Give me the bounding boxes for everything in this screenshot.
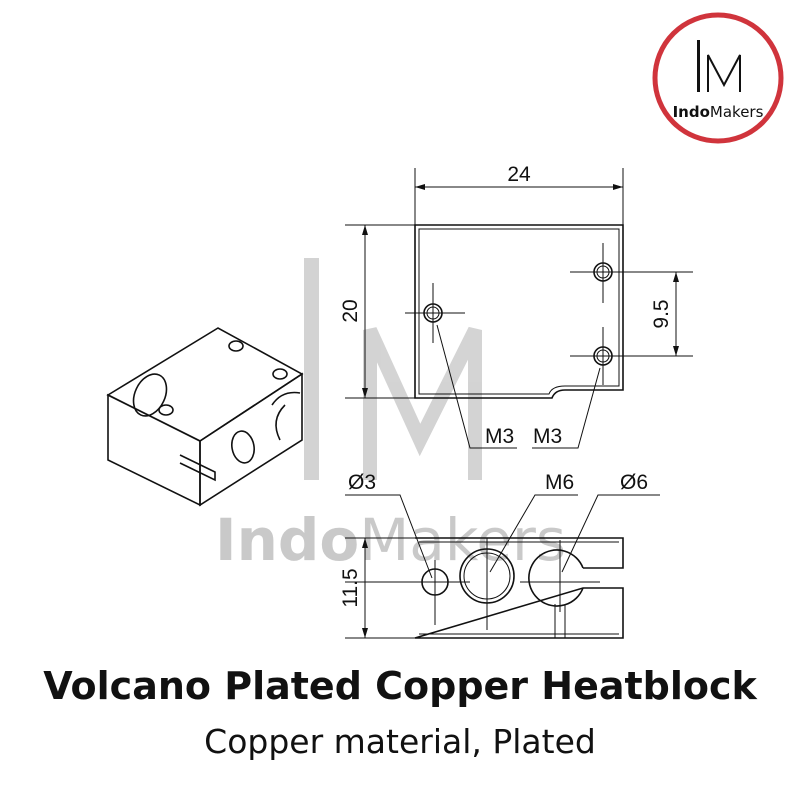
label-m6: M6 <box>545 471 574 494</box>
dim-height: 20 <box>339 299 362 322</box>
m3-hole-left <box>405 283 465 343</box>
indomakers-logo: IndoMakers <box>652 12 784 144</box>
label-d3: Ø3 <box>348 471 376 494</box>
m3-hole-top-right <box>570 243 693 303</box>
label-m3-left: M3 <box>485 425 514 448</box>
top-view: 24 20 9.5 M3 M3 <box>339 163 693 449</box>
label-d6: Ø6 <box>620 471 648 494</box>
dim-side-height: 11.5 <box>339 568 362 607</box>
svg-text:IndoMakers: IndoMakers <box>215 506 566 574</box>
side-view: 11.5 Ø3 M6 Ø6 <box>339 471 660 639</box>
svg-text:IndoMakers: IndoMakers <box>673 103 764 121</box>
label-m3-right: M3 <box>533 425 562 448</box>
m3-hole-bottom-right <box>570 327 693 385</box>
dim-width: 24 <box>507 163 531 186</box>
product-title: Volcano Plated Copper Heatblock <box>43 664 757 708</box>
dim-hole-spacing: 9.5 <box>650 299 673 328</box>
watermark: IndoMakers <box>215 258 566 574</box>
product-subtitle: Copper material, Plated <box>204 722 596 761</box>
heatblock-3d-view <box>106 327 304 507</box>
